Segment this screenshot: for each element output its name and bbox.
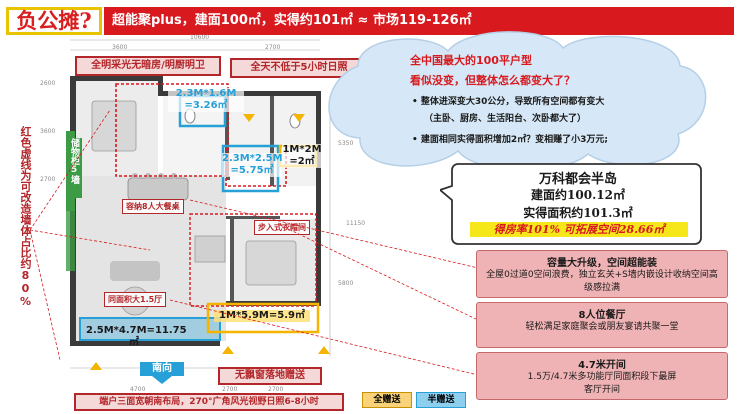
dim-top-left: 3600	[112, 44, 128, 51]
title-bar: 超能聚plus，建面100㎡，实得约101㎡ ≈ 市场119-126㎡	[104, 7, 734, 35]
dim-left-1: 2600	[40, 80, 56, 87]
callout-bay-window: 无飘窗落地赠送	[218, 367, 322, 385]
feature-box-bay: 4.7米开间 1.5万/4.7米多功能厅同面积段下最屏客厅开间	[476, 352, 728, 400]
feature-box-dining-body: 轻松满足家庭聚会或朋友宴请共聚一堂	[525, 322, 679, 332]
callout-daylight: 全明采光无暗房/明厨明卫	[75, 56, 221, 76]
cloud-bullet-1: • 整体进深变大30公分，导致所有空间都有变大	[412, 97, 605, 107]
feature-box-storage-body: 全屋0过道0空间浪费，独立玄关+S墙内嵌设计收纳空间高级感拉满	[486, 270, 718, 293]
dim-bottom-1: 4700	[130, 386, 146, 393]
label-walkin: 步入式衣帽间	[254, 220, 310, 235]
cloud-question: 看似没变，但整体怎么都变大了？	[410, 74, 575, 87]
bottom-note: 端户三面宽朝南布局，270°广角风光视野日照6-8小时	[74, 393, 344, 411]
feature-box-storage-title: 容量大升级，空间超能装	[547, 258, 657, 269]
room-label-closet: 1M*2M =2㎡	[282, 144, 322, 168]
room-label-balcony: 1M*5.9M=5.9㎡	[214, 310, 310, 322]
side-note: 红色虚线为可改造墙体占比约80%	[19, 126, 32, 308]
room-label-bath: 2.3M*1.6M =3.26㎡	[168, 88, 244, 112]
cloud-bullet-1-sub: （主卧、厨房、生活阳台、次卧都大了）	[424, 114, 587, 124]
dim-bottom-3: 2700	[268, 386, 284, 393]
feature-box-storage: 容量大升级，空间超能装 全屋0过道0空间浪费，独立玄关+S墙内嵌设计收纳空间高级…	[476, 250, 728, 298]
dim-right-1: 5350	[338, 140, 354, 147]
arrow-up-icon	[222, 346, 234, 354]
storage-label-bottom: 5墙	[69, 165, 79, 184]
dim-left-3: 2700	[40, 176, 56, 183]
feature-box-bay-title: 4.7米开间	[578, 360, 626, 371]
spec-actual: 实得面积约101.3㎡	[523, 206, 633, 220]
south-arrow: 南向	[140, 362, 184, 384]
dim-top-right: 2700	[265, 44, 281, 51]
room-label-living-bay: 2.5M*4.7M=11.75㎡	[86, 325, 187, 348]
label-dining: 容纳8人大餐桌	[122, 199, 184, 214]
feature-box-dining-title: 8人位餐厅	[578, 310, 626, 321]
storage-label: 储物柜5墙	[66, 138, 82, 198]
dim-left-2: 3600	[40, 128, 56, 135]
cloud-title: 全中国最大的100平户型	[410, 54, 532, 67]
dim-right-2: 11150	[346, 220, 366, 227]
cloud-bullet-2-text: 建面相同实得面积增加2㎡？变相赚了小3万元;	[420, 135, 609, 145]
cloud-shape	[328, 31, 707, 171]
spec-ratio: 得房率101% 可拓展空间28.66㎡	[470, 222, 688, 237]
feature-box-bay-body: 1.5万/4.7米多功能厅同面积段下最屏客厅开间	[527, 372, 677, 395]
south-label: 南向	[152, 363, 172, 374]
cloud-bullet-2: • 建面相同实得面积增加2㎡？变相赚了小3万元;	[412, 135, 609, 145]
spec-name: 万科都会半岛	[538, 172, 617, 187]
room-label-bath2: 2.3M*2.5M =5.75㎡	[222, 153, 283, 177]
label-living: 同面积大1.5厅	[104, 292, 167, 307]
dim-top-total: 10600	[190, 34, 210, 41]
spec-built: 建面约100.12㎡	[531, 188, 625, 202]
dim-right-3: 5800	[338, 280, 354, 287]
title-tag: 负公摊?	[6, 7, 102, 35]
dim-bottom-2: 2700	[222, 386, 238, 393]
arrow-up-icon	[90, 362, 102, 370]
storage-label-top: 储物柜	[69, 138, 79, 165]
feature-box-dining: 8人位餐厅 轻松满足家庭聚会或朋友宴请共聚一堂	[476, 302, 728, 348]
legend-full: 全赠送	[362, 392, 412, 408]
legend-half: 半赠送	[416, 392, 466, 408]
cloud-bullet-1-text: 整体进深变大30公分，导致所有空间都有变大	[420, 97, 605, 107]
arrow-up-icon	[318, 346, 330, 354]
